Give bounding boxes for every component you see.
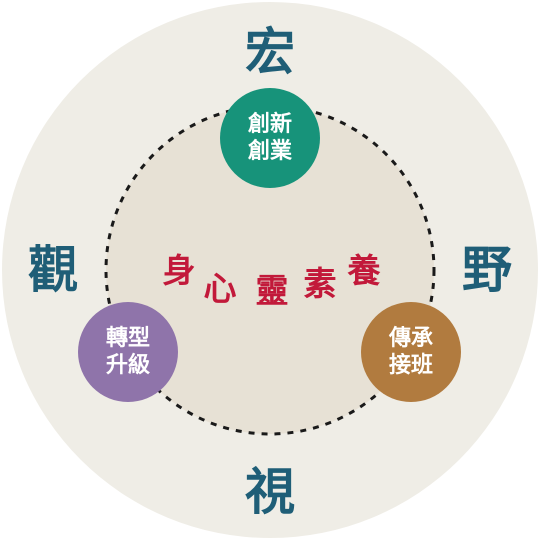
inner-circle	[106, 106, 434, 434]
outer-label-right: 野	[462, 241, 512, 299]
node-right-line1: 傳承	[388, 325, 433, 351]
center-char-3: 靈	[255, 270, 289, 310]
node-right-circle	[361, 302, 461, 402]
node-right-line2: 接班	[388, 353, 433, 378]
outer-label-bottom: 視	[245, 463, 295, 521]
outer-label-left: 觀	[28, 241, 78, 299]
node-top-line1: 創新	[247, 111, 292, 137]
node-left-line2: 升級	[105, 353, 150, 378]
node-right: 傳承 接班	[366, 317, 456, 387]
node-top: 創新 創業	[225, 103, 315, 173]
center-char-2: 心	[203, 268, 237, 308]
node-left: 轉型 升級	[83, 317, 173, 387]
center-char-5: 養	[347, 250, 381, 290]
center-char-1: 身	[162, 250, 196, 290]
outer-label-top: 宏	[245, 23, 295, 81]
node-top-circle	[220, 88, 320, 188]
node-left-circle	[78, 302, 178, 402]
node-top-line2: 創業	[247, 139, 292, 164]
center-char-4: 素	[303, 263, 337, 303]
node-left-line1: 轉型	[105, 325, 150, 351]
